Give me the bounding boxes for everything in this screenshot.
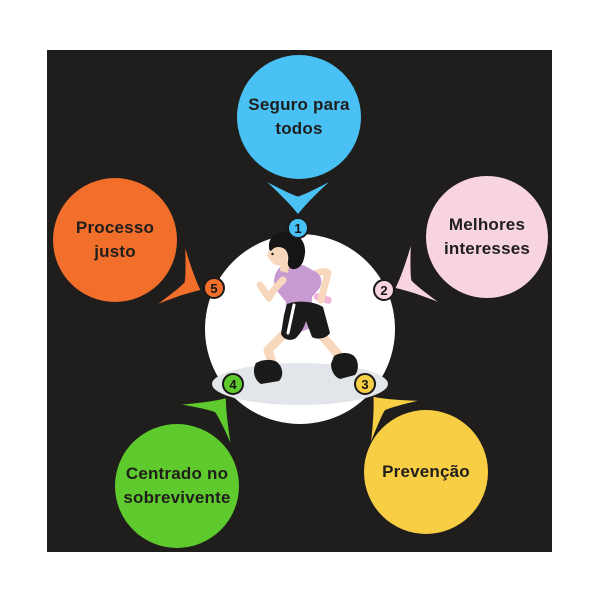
node-circle-centrado-no-sobrevivente: Centrado no sobrevivente	[115, 424, 239, 548]
node-label-processo-justo: Processo justo	[75, 218, 155, 261]
runner-eye	[271, 252, 274, 256]
number-badge-5: 5	[203, 277, 225, 299]
number-badge-1: 1	[287, 217, 309, 239]
runner-shorts-stripe	[286, 303, 296, 335]
number-badge-3: 3	[354, 373, 376, 395]
badge-number-1: 1	[294, 220, 302, 236]
node-circle-processo-justo: Processo justo	[53, 178, 177, 302]
badge-number-3: 3	[361, 376, 369, 392]
node-label-centrado-no-sobrevivente: Centrado no sobrevivente	[123, 464, 231, 507]
runner-illustration	[253, 231, 358, 384]
node-circle-seguro-para-todos: Seguro para todos	[237, 55, 361, 179]
node-circle-prevencao: Prevenção	[364, 410, 488, 534]
number-badge-2: 2	[373, 279, 395, 301]
node-circle-melhores-interesses: Melhores interesses	[426, 176, 548, 298]
badge-number-2: 2	[380, 282, 388, 298]
runner-front-shoe	[253, 359, 283, 384]
node-label-seguro-para-todos: Seguro para todos	[248, 95, 350, 138]
runner-hair	[268, 231, 306, 270]
runner-back-shoe	[331, 353, 358, 379]
chevron-arrow-1	[267, 182, 329, 214]
center-group	[205, 231, 395, 424]
runner-front-arm	[256, 276, 287, 302]
node-label-prevencao: Prevenção	[382, 462, 470, 482]
number-badge-4: 4	[222, 373, 244, 395]
node-label-melhores-interesses: Melhores interesses	[443, 215, 531, 258]
badge-number-5: 5	[210, 280, 218, 296]
badge-number-4: 4	[229, 376, 237, 392]
